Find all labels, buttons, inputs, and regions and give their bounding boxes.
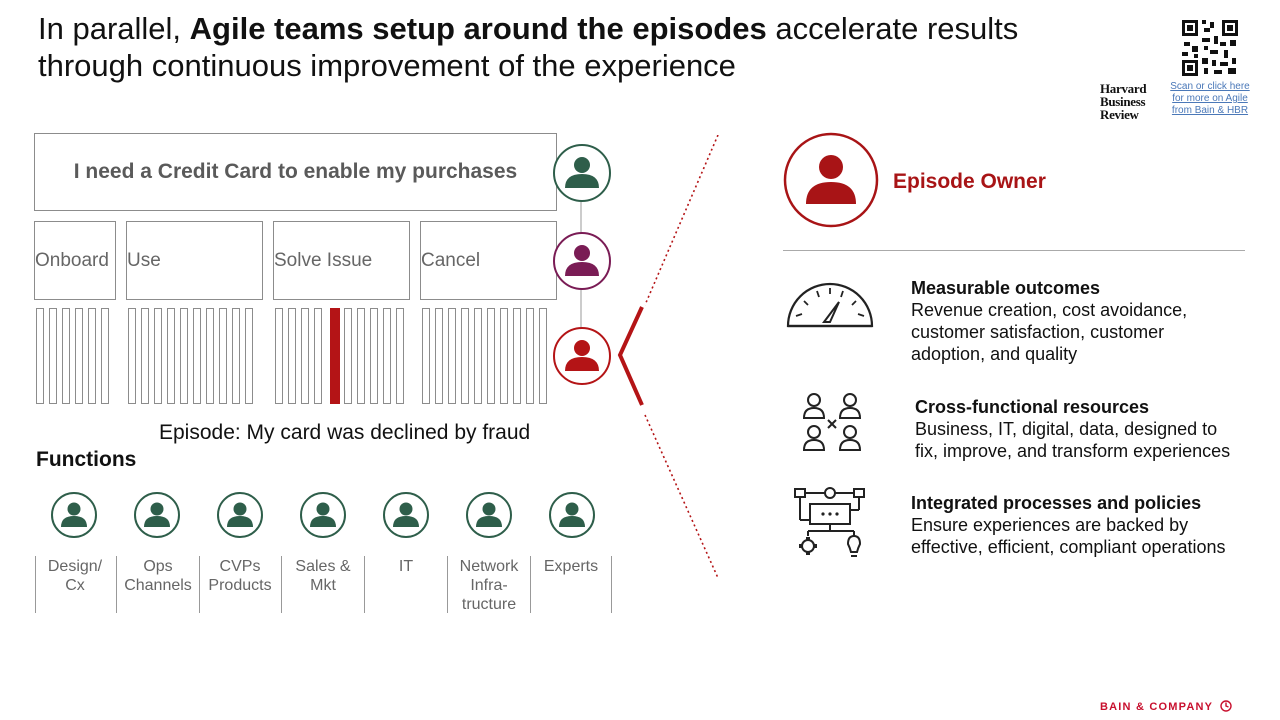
feature-measurable-outcomes: Measurable outcomes Revenue creation, co… [911, 277, 1261, 365]
episode-column [435, 308, 443, 404]
episode-column [88, 308, 96, 404]
episode-column [167, 308, 175, 404]
feature-title: Integrated processes and policies [911, 493, 1202, 513]
function-label-sales: Sales &Mkt [295, 558, 351, 594]
function-divider [447, 556, 448, 613]
feature-cross-functional: Cross-functional resources Business, IT,… [915, 396, 1265, 462]
episode-column [232, 308, 240, 404]
episode-column-selected[interactable] [330, 308, 340, 404]
episode-column [154, 308, 162, 404]
episode-column [301, 308, 309, 404]
episode-column [422, 308, 430, 404]
stage-cancel: Cancel [420, 221, 557, 300]
gauge-icon [786, 282, 874, 328]
function-label-experts: Experts [543, 558, 599, 575]
function-divider [281, 556, 282, 613]
function-label-it: IT [398, 558, 414, 575]
function-avatar-icon [383, 492, 429, 538]
feature-integrated-processes: Integrated processes and policies Ensure… [911, 492, 1261, 558]
function-avatar-icon [549, 492, 595, 538]
function-divider [199, 556, 200, 613]
episode-column [101, 308, 109, 404]
episode-column [180, 308, 188, 404]
functions-title: Functions [36, 448, 137, 471]
episode-column [487, 308, 495, 404]
function-avatar-icon [300, 492, 346, 538]
episode-column [539, 308, 547, 404]
function-divider [35, 556, 36, 613]
function-divider [530, 556, 531, 613]
function-avatar-icon [466, 492, 512, 538]
page-title: In parallel, Agile teams setup around th… [38, 11, 1019, 83]
function-avatar-icon [217, 492, 263, 538]
episode-column [370, 308, 378, 404]
episode-column [513, 308, 521, 404]
stage-solve-issue: Solve Issue [273, 221, 410, 300]
function-avatar-icon [134, 492, 180, 538]
function-divider [611, 556, 612, 613]
red-role-avatar-icon [553, 327, 611, 385]
episode-column [357, 308, 365, 404]
episode-column [219, 308, 227, 404]
episode-owner-avatar-icon [783, 132, 879, 228]
episode-column [474, 308, 482, 404]
episode-column [62, 308, 70, 404]
episode-column [128, 308, 136, 404]
hbr-link[interactable]: Scan or click here for more on Agile fro… [1170, 81, 1250, 116]
episode-column [448, 308, 456, 404]
feature-title: Cross-functional resources [915, 397, 1150, 417]
episode-column [461, 308, 469, 404]
function-avatar-icon [51, 492, 97, 538]
bain-mark-icon [1220, 700, 1232, 712]
episode-column [396, 308, 404, 404]
stage-onboard: Onboard [34, 221, 116, 300]
process-icon [794, 487, 865, 557]
episode-column [314, 308, 322, 404]
episode-owner-label: Episode Owner [893, 170, 1046, 193]
green-role-avatar-icon [553, 144, 611, 202]
episode-caption: Episode: My card was declined by fraud [159, 421, 531, 444]
episode-column [275, 308, 283, 404]
episode-column [344, 308, 352, 404]
stage-use: Use [126, 221, 263, 300]
qr-code-icon[interactable] [1180, 18, 1240, 78]
purple-role-avatar-icon [553, 232, 611, 290]
team-icon [802, 393, 862, 451]
episode-column [288, 308, 296, 404]
episode-column [500, 308, 508, 404]
hbr-logo: Harvard Business Review [1100, 81, 1147, 122]
episode-column [36, 308, 44, 404]
episode-column [49, 308, 57, 404]
episode-column [206, 308, 214, 404]
episode-column [141, 308, 149, 404]
episode-column [526, 308, 534, 404]
episode-column [245, 308, 253, 404]
customer-need-box: I need a Credit Card to enable my purcha… [34, 133, 557, 211]
bain-logo: BAIN & COMPANY [1100, 700, 1232, 713]
feature-title: Measurable outcomes [911, 278, 1101, 298]
function-label-design: Design/Cx [47, 558, 103, 594]
function-divider [116, 556, 117, 613]
divider-line [783, 250, 1245, 251]
episode-column [193, 308, 201, 404]
function-divider [364, 556, 365, 613]
episode-column [75, 308, 83, 404]
episode-column [383, 308, 391, 404]
